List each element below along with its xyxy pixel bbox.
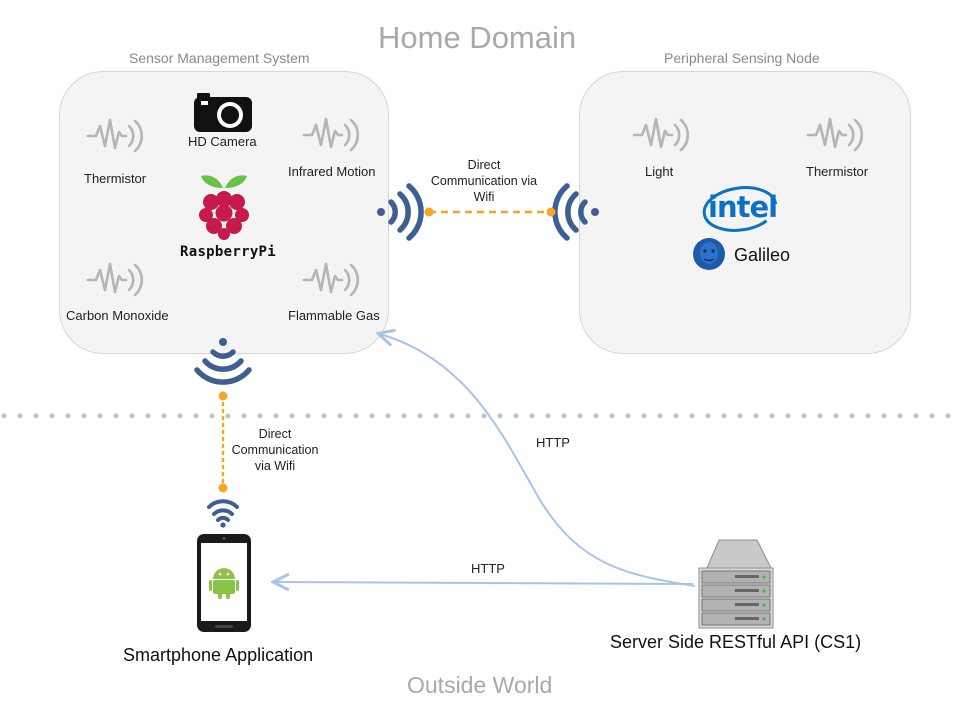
sensor-label-hd-camera: HD Camera bbox=[188, 134, 257, 149]
outside-world-title: Outside World bbox=[407, 672, 553, 698]
wifi-link-label-line: Direct bbox=[467, 158, 501, 172]
sensor-system-title: Sensor Management System bbox=[129, 50, 310, 66]
http-link-phone-to-server bbox=[275, 582, 694, 584]
sensor-label-infrared-motion: Infrared Motion bbox=[288, 164, 376, 179]
smartphone-application-label: Smartphone Application bbox=[123, 645, 314, 665]
sensor-label-light: Light bbox=[645, 164, 674, 179]
wifi-link-label-line: Direct bbox=[258, 427, 292, 441]
peripheral-node-title: Peripheral Sensing Node bbox=[664, 50, 820, 66]
wifi-link-label-line: Wifi bbox=[473, 190, 495, 204]
wifi-link-between-nodes bbox=[424, 207, 556, 217]
server-icon bbox=[698, 539, 774, 629]
intel-logo-icon bbox=[702, 186, 778, 232]
sensor-wave-icon bbox=[302, 262, 360, 297]
sensor-label-thermistor: Thermistor bbox=[84, 171, 147, 186]
sensor-wave-icon bbox=[632, 117, 690, 152]
home-domain-title: Home Domain bbox=[378, 20, 577, 55]
http-link-box-to-server bbox=[380, 334, 696, 587]
intel-logo-text: intel bbox=[708, 190, 778, 224]
sensor-wave-icon bbox=[86, 118, 144, 153]
sensor-wave-icon bbox=[86, 262, 144, 297]
sensor-wave-icon bbox=[806, 117, 864, 152]
sensor-label-thermistor-peripheral: Thermistor bbox=[806, 164, 869, 179]
http-label-bottom: HTTP bbox=[471, 561, 505, 576]
http-label-top: HTTP bbox=[536, 435, 570, 450]
wifi-icon bbox=[207, 499, 239, 528]
wifi-link-label-line: via Wifi bbox=[254, 459, 296, 473]
wifi-link-label-line: Communication via bbox=[430, 174, 538, 188]
wifi-link-label-line: Communication bbox=[231, 443, 319, 457]
wifi-link-to-phone bbox=[218, 391, 228, 493]
wifi-icon bbox=[377, 183, 424, 241]
domain-divider bbox=[1, 413, 960, 419]
wifi-link-label-nodes: Direct Communication via Wifi bbox=[414, 157, 554, 205]
raspberry-pi-logo-text: RaspberryPi bbox=[180, 244, 277, 260]
sensor-label-flammable-gas: Flammable Gas bbox=[288, 308, 380, 323]
sensor-wave-icon bbox=[302, 117, 360, 152]
android-icon bbox=[209, 568, 239, 599]
galileo-label: Galileo bbox=[734, 245, 791, 265]
server-api-label: Server Side RESTful API (CS1) bbox=[610, 632, 862, 652]
sensor-label-carbon-monoxide: Carbon Monoxide bbox=[66, 308, 169, 323]
galileo-face-icon bbox=[693, 238, 725, 270]
peripheral-node-box bbox=[579, 71, 911, 354]
wifi-link-label-phone: Direct Communication via Wifi bbox=[222, 426, 328, 474]
wifi-icon bbox=[194, 338, 252, 385]
camera-icon bbox=[194, 93, 252, 132]
raspberry-icon bbox=[199, 175, 249, 240]
